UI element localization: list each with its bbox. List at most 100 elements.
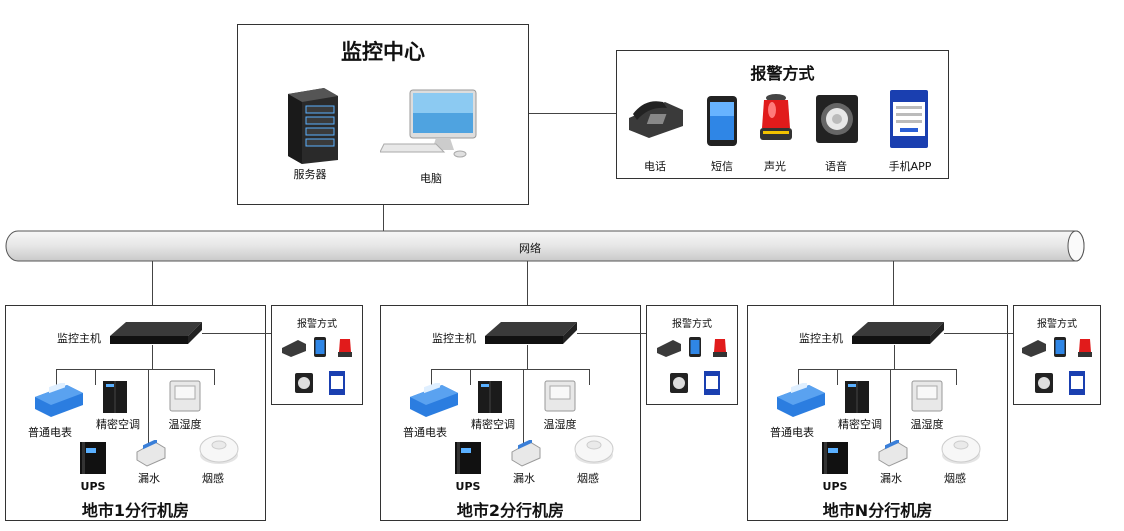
host-drop-line — [527, 345, 528, 369]
monitoring-host-icon — [850, 320, 946, 346]
branch-name: 地市2分行机房 — [456, 501, 565, 520]
speaker-icon — [669, 372, 689, 394]
branch-alarm-title: 报警方式 — [1037, 319, 1077, 330]
network-label: 网络 — [519, 242, 541, 255]
ups-icon — [453, 440, 483, 476]
host-to-alarm-line — [202, 333, 271, 334]
branch-room-n: 监控主机 普通电表 精密空调 温湿度 — [747, 305, 1117, 525]
device-label-leak: 漏水 — [880, 472, 902, 485]
device-bus-line — [798, 369, 956, 370]
alarm-label-app: 手机APP — [888, 160, 932, 173]
device-label-ups: UPS — [455, 480, 481, 493]
branch-room-2: 监控主机 普通电表 精密空调 温湿度 — [380, 305, 800, 525]
strobe-siren-icon — [338, 336, 352, 358]
precision-ac-icon — [101, 379, 129, 415]
device-drop-thermo — [214, 369, 215, 385]
alarm-label-light: 声光 — [764, 160, 786, 173]
alarm-methods-title: 报警方式 — [750, 64, 815, 83]
thermo-hygrometer-icon — [543, 379, 577, 413]
telephone-icon — [627, 96, 685, 140]
device-label-thermo: 温湿度 — [543, 418, 577, 431]
device-drop-leak — [523, 369, 524, 449]
host-to-alarm-line — [577, 333, 646, 334]
server-icon — [280, 86, 340, 164]
alarm-label-phone: 电话 — [644, 160, 666, 173]
ups-icon — [78, 440, 108, 476]
computer-icon — [380, 88, 480, 160]
telephone-icon — [656, 338, 682, 358]
network-bus — [2, 228, 1092, 264]
water-leak-sensor-icon — [877, 440, 909, 468]
electricity-meter-icon — [408, 383, 460, 419]
mobile-app-icon — [328, 370, 346, 396]
sms-phone-icon — [705, 94, 739, 148]
branch-name: 地市1分行机房 — [81, 501, 190, 520]
speaker-icon — [1034, 372, 1054, 394]
device-label-smoke: 烟感 — [577, 472, 599, 485]
mobile-app-icon — [1068, 370, 1086, 396]
device-label-smoke: 烟感 — [202, 472, 224, 485]
precision-ac-icon — [843, 379, 871, 415]
speaker-icon — [814, 93, 860, 145]
alarm-label-sms: 短信 — [711, 160, 733, 173]
device-drop-meter — [56, 369, 57, 385]
device-drop-thermo — [956, 369, 957, 385]
server-label: 服务器 — [293, 168, 327, 181]
device-label-leak: 漏水 — [513, 472, 535, 485]
speaker-icon — [294, 372, 314, 394]
water-leak-sensor-icon — [510, 440, 542, 468]
mobile-app-icon — [888, 88, 930, 150]
device-drop-ac — [837, 369, 838, 385]
thermo-hygrometer-icon — [910, 379, 944, 413]
monitoring-center-box — [237, 24, 529, 205]
device-label-ups: UPS — [80, 480, 106, 493]
connector-center-network — [383, 205, 384, 232]
sms-phone-icon — [313, 336, 327, 358]
device-label-thermo: 温湿度 — [168, 418, 202, 431]
host-drop-line — [152, 345, 153, 369]
monitoring-center-title: 监控中心 — [341, 40, 425, 64]
smoke-detector-icon — [573, 433, 615, 467]
monitoring-host-icon — [483, 320, 579, 346]
thermo-hygrometer-icon — [168, 379, 202, 413]
sms-phone-icon — [688, 336, 702, 358]
device-bus-line — [431, 369, 589, 370]
device-drop-meter — [431, 369, 432, 385]
device-label-ac: 精密空调 — [96, 418, 140, 431]
precision-ac-icon — [476, 379, 504, 415]
sms-phone-icon — [1053, 336, 1067, 358]
device-label-smoke: 烟感 — [944, 472, 966, 485]
device-label-leak: 漏水 — [138, 472, 160, 485]
device-drop-leak — [890, 369, 891, 449]
computer-label: 电脑 — [420, 172, 442, 185]
mobile-app-icon — [703, 370, 721, 396]
device-label-meter: 普通电表 — [403, 426, 447, 439]
strobe-siren-icon — [713, 336, 727, 358]
ups-icon — [820, 440, 850, 476]
device-label-ac: 精密空调 — [838, 418, 882, 431]
telephone-icon — [281, 338, 307, 358]
branch-name: 地市N分行机房 — [822, 501, 933, 520]
branch-alarm-title: 报警方式 — [672, 319, 712, 330]
device-label-meter: 普通电表 — [770, 426, 814, 439]
host-label: 监控主机 — [799, 332, 843, 345]
strobe-siren-icon — [759, 92, 793, 142]
monitoring-host-icon — [108, 320, 204, 346]
host-label: 监控主机 — [57, 332, 101, 345]
electricity-meter-icon — [775, 383, 827, 419]
branch-room-1: 监控主机 普通电表 精密空调 温湿度 — [5, 305, 425, 525]
device-label-ups: UPS — [822, 480, 848, 493]
connector-network-branch-2 — [527, 261, 528, 321]
device-drop-ac — [470, 369, 471, 385]
electricity-meter-icon — [33, 383, 85, 419]
host-drop-line — [894, 345, 895, 369]
strobe-siren-icon — [1078, 336, 1092, 358]
device-drop-meter — [798, 369, 799, 385]
branch-alarm-title: 报警方式 — [297, 319, 337, 330]
device-label-thermo: 温湿度 — [910, 418, 944, 431]
device-label-ac: 精密空调 — [471, 418, 515, 431]
connector-network-branch-n — [893, 261, 894, 321]
telephone-icon — [1021, 338, 1047, 358]
alarm-label-voice: 语音 — [825, 160, 847, 173]
device-label-meter: 普通电表 — [28, 426, 72, 439]
